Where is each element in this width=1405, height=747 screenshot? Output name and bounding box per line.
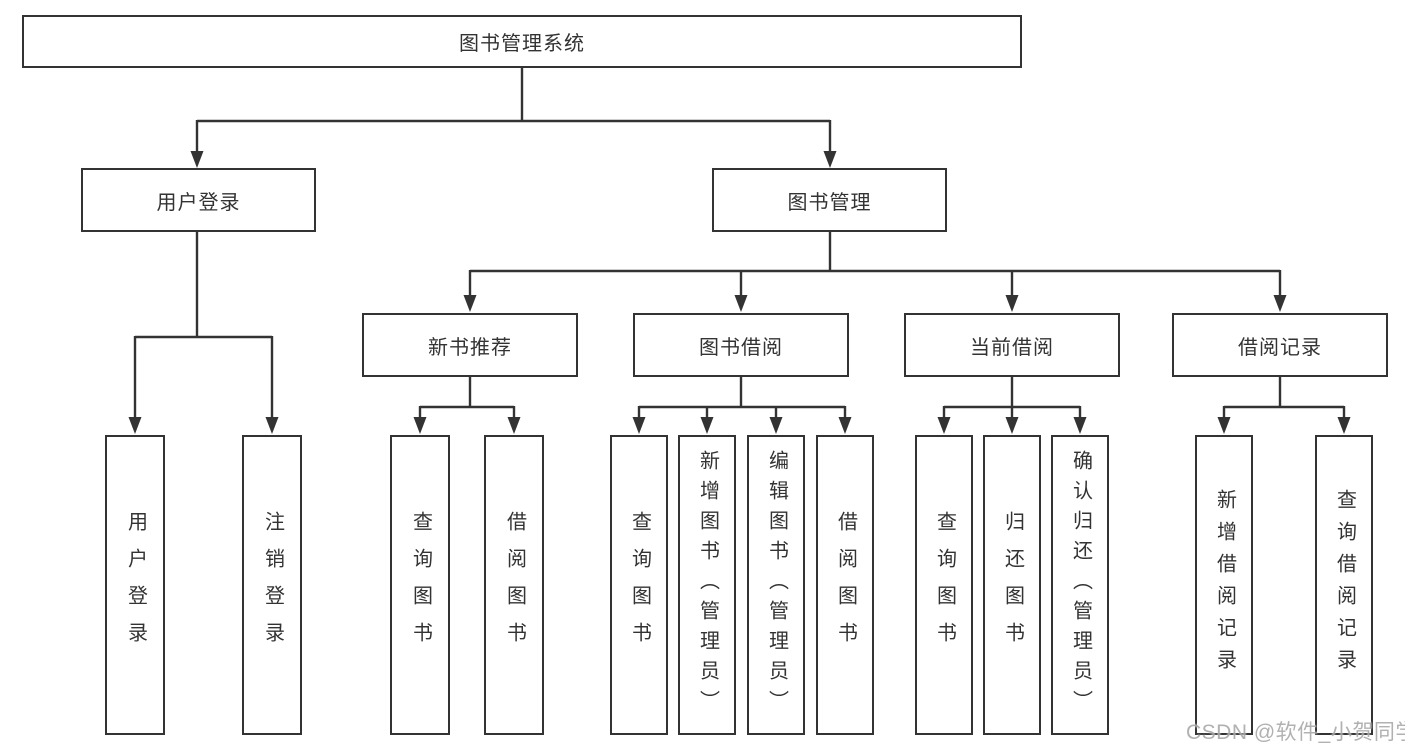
leaf-bb-edit-books-admin: 编辑图书（管理员）: [747, 435, 805, 735]
node-label: 归还图书: [1001, 511, 1024, 659]
node-label: 编辑图书（管理员）: [765, 450, 788, 720]
leaf-cb-query-books: 查询图书: [915, 435, 973, 735]
node-label: 借阅图书: [503, 511, 526, 659]
node-borrowing-records: 借阅记录: [1172, 313, 1388, 377]
node-label: 查询借阅记录: [1333, 489, 1356, 681]
node-label: 当前借阅: [970, 336, 1054, 359]
leaf-cb-return-books: 归还图书: [983, 435, 1041, 735]
leaf-bb-query-books: 查询图书: [610, 435, 668, 735]
node-label: 新书推荐: [428, 336, 512, 359]
leaf-cb-confirm-return-admin: 确认归还（管理员）: [1051, 435, 1109, 735]
node-book-management: 图书管理: [712, 168, 947, 232]
leaf-nb-query-books: 查询图书: [390, 435, 450, 735]
node-label: 新增图书（管理员）: [696, 450, 719, 720]
leaf-br-add-record: 新增借阅记录: [1195, 435, 1253, 735]
node-label: 注销登录: [261, 511, 284, 659]
node-library-management-system: 图书管理系统: [22, 15, 1022, 68]
node-label: 查询图书: [409, 511, 432, 659]
node-label: 借阅图书: [834, 511, 857, 659]
node-label: 新增借阅记录: [1213, 489, 1236, 681]
node-label: 图书借阅: [699, 336, 783, 359]
leaf-bb-borrow-books: 借阅图书: [816, 435, 874, 735]
node-label: 查询图书: [628, 511, 651, 659]
leaf-user-login: 用户登录: [105, 435, 165, 735]
node-label: 确认归还（管理员）: [1069, 450, 1092, 720]
node-label: 图书管理系统: [459, 33, 585, 55]
node-label: 用户登录: [156, 191, 241, 214]
node-label: 借阅记录: [1238, 336, 1322, 359]
node-label: 查询图书: [933, 511, 956, 659]
leaf-logout: 注销登录: [242, 435, 302, 735]
node-user-login: 用户登录: [81, 168, 316, 232]
node-label: 图书管理: [787, 191, 872, 214]
leaf-br-query-record: 查询借阅记录: [1315, 435, 1373, 735]
node-current-borrowing: 当前借阅: [904, 313, 1120, 377]
leaf-bb-add-books-admin: 新增图书（管理员）: [678, 435, 736, 735]
node-book-borrowing: 图书借阅: [633, 313, 849, 377]
leaf-nb-borrow-books: 借阅图书: [484, 435, 544, 735]
node-label: 用户登录: [124, 511, 147, 659]
node-new-book-recommend: 新书推荐: [362, 313, 578, 377]
